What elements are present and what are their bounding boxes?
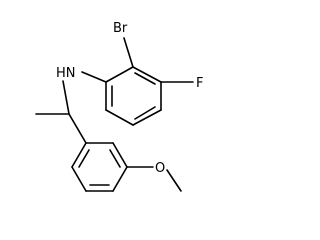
ring1-bond-c5-c6 — [105, 109, 134, 126]
ring2-bond-a5-a6 — [71, 166, 87, 192]
bond-nitrogen-chch3 — [62, 80, 70, 115]
ring2-bond-a6-a1 — [71, 142, 87, 168]
ring2-bond-a2-a3 — [112, 142, 128, 168]
ring1-bond-c4-c5 — [132, 109, 162, 126]
ring1-bond-c1-c2 — [105, 66, 134, 83]
bond-c1-nitrogen — [81, 71, 107, 83]
bond-lines — [35, 37, 194, 192]
ring1-bond-c4-c5-inner — [134, 106, 156, 120]
bond-chch3-ring2 — [68, 113, 87, 144]
ring1-bond-c2-c3 — [132, 66, 162, 83]
bond-oxygen-methyl — [166, 169, 182, 192]
chemical-structure-diagram: Br HN F O — [35, 21, 203, 192]
ring2-bond-a3-a4 — [112, 166, 128, 192]
atom-labels: Br HN F O — [56, 21, 203, 176]
fluorine-label: F — [196, 76, 203, 91]
ring2-bond-a6-a1-inner — [78, 149, 90, 168]
oxygen-label: O — [155, 161, 165, 176]
amine-label: HN — [56, 66, 76, 81]
bromine-label: Br — [113, 21, 128, 36]
bond-c2-bromine — [123, 37, 134, 68]
ring2-bond-a2-a3-inner — [109, 149, 121, 168]
ring1-bond-c2-c3-inner — [134, 72, 156, 85]
